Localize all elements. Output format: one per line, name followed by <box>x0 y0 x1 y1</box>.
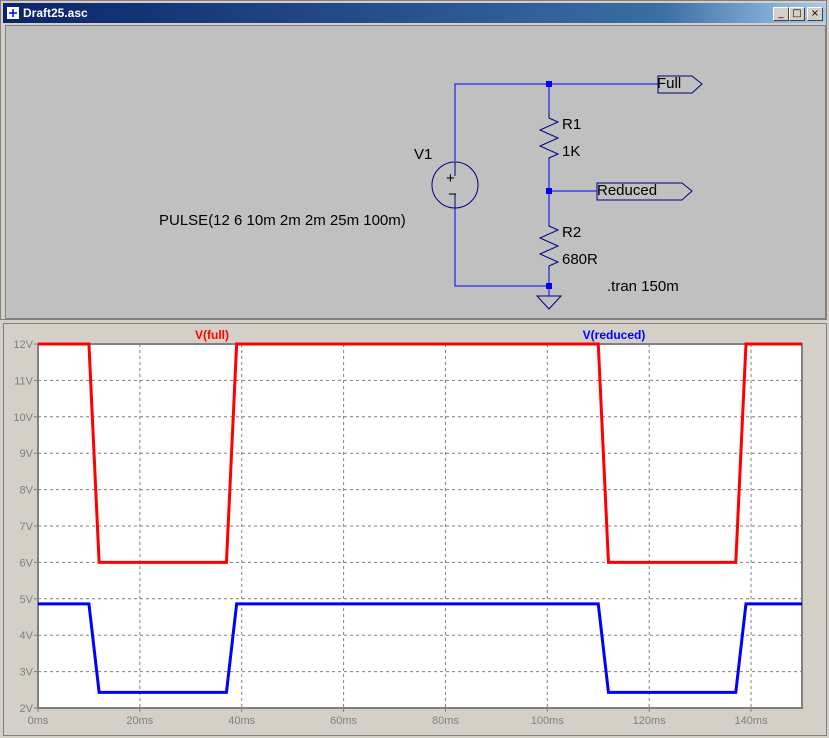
plus-sign: + <box>446 170 455 187</box>
junction-dot <box>546 283 552 289</box>
x-tick-label: 40ms <box>228 715 255 727</box>
source-spec-label[interactable]: PULSE(12 6 10m 2m 2m 25m 100m) <box>159 212 406 229</box>
r1-value-label[interactable]: 1K <box>562 143 581 160</box>
trace-label-reduced[interactable]: V(reduced) <box>583 328 646 342</box>
r2-name-label[interactable]: R2 <box>562 224 582 241</box>
maximize-icon: □ <box>792 8 802 19</box>
series-line-full[interactable] <box>38 342 802 564</box>
x-tick-label: 100ms <box>531 715 565 727</box>
x-tick-label: 20ms <box>126 715 153 727</box>
junction-dot <box>546 81 552 87</box>
maximize-button[interactable]: □ <box>789 7 805 21</box>
title-bar[interactable]: Draft25.asc _ □ × <box>3 3 826 23</box>
y-tick-label: 11V <box>14 375 33 387</box>
schematic-canvas[interactable]: + − V1 PULSE(12 6 10m 2m 2m 25m 100m) R1… <box>5 25 826 319</box>
ground-symbol[interactable] <box>535 295 563 310</box>
waveform-window[interactable]: 2V 3V 4V 5V 6V 7V 8V 9V 10V 11V 12V 0ms 20ms 40ms 60ms… <box>3 323 827 736</box>
wires <box>454 83 658 296</box>
y-tick-label: 7V <box>20 521 34 533</box>
x-tick-label: 140ms <box>735 715 769 727</box>
schematic-drawing <box>431 75 703 310</box>
x-tick-label: 80ms <box>432 715 459 727</box>
tran-directive[interactable]: .tran 150m <box>607 278 679 295</box>
minimize-button[interactable]: _ <box>773 7 789 21</box>
close-button[interactable]: × <box>807 7 823 21</box>
minus-sign: − <box>448 186 457 203</box>
y-tick-label: 12V <box>13 339 33 351</box>
voltage-source-symbol[interactable] <box>431 161 479 209</box>
junction-dot <box>546 188 552 194</box>
series-line-reduced[interactable] <box>38 602 802 694</box>
r2-value-label[interactable]: 680R <box>562 251 598 268</box>
y-tick-label: 6V <box>20 557 34 569</box>
trace-label-full[interactable]: V(full) <box>195 328 229 342</box>
y-tick-label: 2V <box>20 703 34 715</box>
net-flag-reduced-shape[interactable] <box>596 182 693 201</box>
wire-top <box>454 83 550 161</box>
close-icon: × <box>810 8 820 19</box>
y-tick-label: 3V <box>20 667 34 679</box>
resistor-r1-symbol[interactable] <box>538 110 560 162</box>
junctions <box>546 81 552 289</box>
r1-name-label[interactable]: R1 <box>562 116 582 133</box>
x-tick-label: 60ms <box>330 715 357 727</box>
net-label-full[interactable]: Full <box>657 75 682 92</box>
resistor-r2-symbol[interactable] <box>538 222 560 270</box>
y-tick-label: 10V <box>13 412 33 424</box>
source-name-label[interactable]: V1 <box>414 146 433 163</box>
wire-bottom <box>454 208 550 287</box>
net-label-reduced[interactable]: Reduced <box>597 182 658 199</box>
x-tick-label: 120ms <box>633 715 667 727</box>
y-tick-label: 4V <box>20 630 34 642</box>
minimize-icon: _ <box>778 8 784 19</box>
window-title: Draft25.asc <box>23 6 88 20</box>
y-tick-label: 9V <box>20 448 34 460</box>
pane-divider[interactable] <box>0 320 829 323</box>
y-tick-label: 5V <box>20 594 34 606</box>
schematic-window: Draft25.asc _ □ × <box>0 0 827 320</box>
net-flag-full-shape[interactable] <box>657 75 703 94</box>
y-tick-label: 8V <box>20 485 34 497</box>
schematic-icon <box>7 7 19 19</box>
x-tick-label: 0ms <box>28 715 49 727</box>
waveform-plot[interactable]: 2V 3V 4V 5V 6V 7V 8V 9V 10V 11V 12V 0ms 20ms 40ms 60ms… <box>4 324 826 735</box>
